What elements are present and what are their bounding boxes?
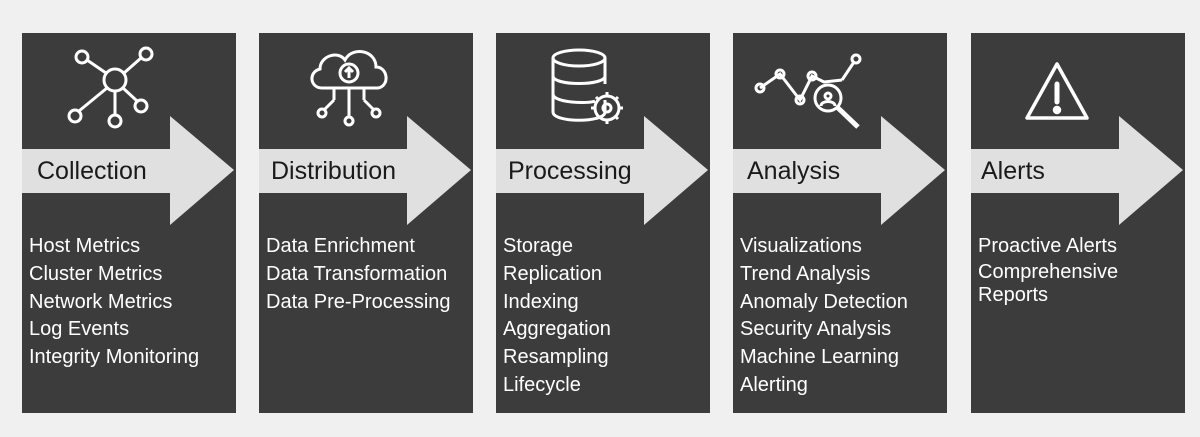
stage-arrow-collection — [22, 116, 234, 225]
list-item: Machine Learning — [740, 346, 899, 369]
list-item: Cluster Metrics — [29, 262, 163, 285]
list-item: Network Metrics — [29, 290, 173, 313]
list-item: Trend Analysis — [740, 262, 871, 285]
item-list-distribution: Data Enrichment Data Transformation Data… — [266, 233, 451, 316]
cloud-upload-icon — [282, 40, 422, 132]
list-item: Log Events — [29, 318, 130, 341]
list-item: Proactive Alerts — [978, 235, 1117, 257]
stage-arrow-distribution — [259, 116, 471, 225]
item-list-alerts: Proactive Alerts Comprehensive Reports — [978, 233, 1168, 307]
list-item: Data Enrichment — [266, 235, 415, 257]
database-gear-icon — [519, 40, 659, 132]
stage-label-processing: Processing — [508, 157, 632, 185]
list-item: Data Transformation — [266, 262, 448, 285]
list-item: Data Pre-Processing — [266, 290, 451, 313]
warning-triangle-icon — [987, 40, 1127, 132]
list-item: Visualizations — [740, 235, 862, 257]
stage-label-alerts: Alerts — [981, 157, 1045, 185]
list-item: Security Analysis — [740, 318, 892, 341]
list-item: Indexing — [503, 290, 579, 313]
trend-magnifier-icon — [750, 40, 890, 132]
list-item: Resampling — [503, 346, 609, 369]
stage-panel-distribution — [259, 33, 473, 413]
list-item: Aggregation — [503, 318, 611, 341]
stage-panel-alerts — [971, 33, 1185, 413]
stage-arrow-analysis — [733, 116, 945, 225]
list-item: Integrity Monitoring — [29, 346, 200, 369]
item-list-processing: Storage Replication Indexing Aggregation… — [503, 233, 611, 400]
stage-label-analysis: Analysis — [747, 157, 841, 185]
list-item: Host Metrics — [29, 235, 141, 257]
list-item: Comprehensive Reports — [978, 260, 1119, 306]
list-item: Lifecycle — [503, 373, 581, 396]
stage-arrow-alerts — [971, 116, 1183, 225]
stage-label-collection: Collection — [37, 157, 147, 185]
stage-arrow-processing — [496, 116, 708, 225]
stage-label-distribution: Distribution — [271, 157, 397, 185]
list-item: Storage — [503, 235, 574, 257]
stage-panel-collection — [22, 33, 236, 413]
list-item: Alerting — [740, 373, 808, 396]
item-list-collection: Host Metrics Cluster Metrics Network Met… — [29, 233, 199, 372]
list-item: Replication — [503, 262, 602, 285]
item-list-analysis: Visualizations Trend Analysis Anomaly De… — [740, 233, 908, 400]
list-item: Anomaly Detection — [740, 290, 908, 313]
network-hub-icon — [45, 40, 185, 132]
